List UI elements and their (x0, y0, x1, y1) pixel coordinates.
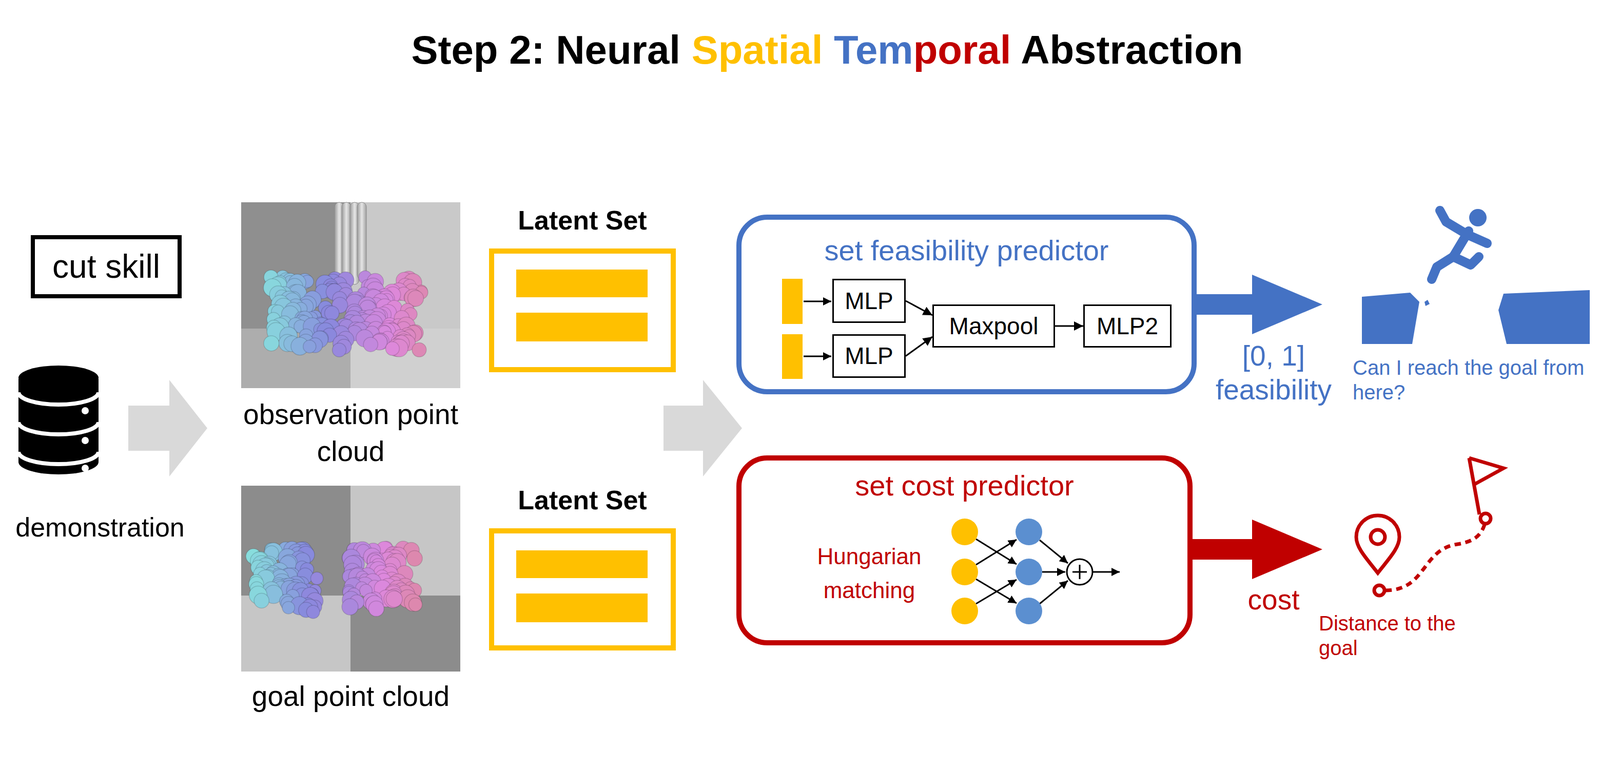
point-particle (282, 600, 295, 614)
text-slot: cost (1222, 582, 1325, 617)
node-label: set feasibility predictor (741, 232, 1192, 268)
connector-arrow (905, 336, 933, 357)
process-box: MLP (832, 278, 906, 323)
point-particle (263, 335, 280, 351)
flow-arrow (663, 379, 743, 477)
node-label: cut skill (52, 247, 161, 286)
set-element (782, 334, 803, 379)
flow-arrow (128, 379, 208, 477)
point-particle (310, 571, 323, 584)
point-particle (368, 600, 384, 616)
title-segment: Step 2: Neural (411, 27, 692, 73)
node-label: Maxpool (949, 312, 1039, 340)
database-icon (18, 365, 99, 475)
predictor-box: set feasibility predictorMLP MLP Maxpool ML… (736, 214, 1197, 395)
output-arrow (1192, 519, 1323, 579)
cliff-jump-icon (1361, 208, 1590, 344)
text-slot: Hungarian matching (802, 539, 936, 608)
input-arrow (803, 355, 832, 358)
process-box: Maxpool (932, 304, 1056, 348)
node-label: MLP2 (1096, 312, 1159, 340)
node-label: Latent Set (489, 204, 676, 237)
title-segment: Abstraction (1010, 27, 1243, 73)
diagram-title: Step 2: Neural Spatial Temporal Abstract… (411, 26, 1243, 74)
point-particle (306, 605, 320, 619)
node-label: goal point cloud (241, 678, 461, 714)
point-particle (412, 342, 427, 357)
point-particle (332, 342, 347, 357)
title-holder: Step 2: Neural Spatial Temporal Abstract… (411, 26, 1243, 74)
latent-bar (516, 269, 648, 298)
text-slot: observation point cloud (241, 396, 461, 470)
point-particle (341, 598, 359, 615)
text-slot: Can I reach the goal from here? (1352, 355, 1589, 405)
node-label: MLP (844, 342, 894, 370)
point-particle (385, 341, 400, 356)
goal-render (241, 485, 461, 672)
node-subtext: Hungarian matching (802, 539, 936, 608)
predictor-box: set cost predictorHungarian matching (736, 455, 1193, 646)
annotation-label: Distance to the goal (1318, 610, 1494, 660)
point-particle (385, 590, 403, 608)
text-slot: Latent Set (489, 204, 676, 237)
text-slot: set feasibility predictor (741, 232, 1192, 268)
process-box: MLP (832, 334, 906, 378)
output-arrow (1196, 274, 1323, 335)
set-element (782, 278, 803, 324)
input-arrow (803, 300, 832, 303)
annotation-label: [0, 1] feasibility (1196, 338, 1351, 407)
goal-route-icon (1356, 457, 1504, 596)
observation-render (241, 202, 461, 388)
text-slot: Latent Set (489, 483, 676, 516)
text-slot: demonstration (10, 510, 190, 544)
point-particle (383, 589, 402, 608)
connector-arrow (1055, 325, 1084, 327)
image-panel: goal point cloud (241, 485, 461, 753)
point-particle (324, 305, 340, 321)
latent-bar (516, 312, 648, 342)
latent-set-box: Latent Set (489, 248, 676, 373)
point-particle (363, 337, 378, 352)
title-segment: Tem (833, 27, 914, 73)
latent-bar (516, 593, 648, 622)
connector-arrow (905, 300, 933, 316)
image-panel: observation point cloud (241, 202, 461, 475)
point-particle (254, 592, 269, 608)
node-label: set cost predictor (741, 467, 1188, 503)
annotation-label: cost (1222, 582, 1325, 617)
node-label: MLP (844, 287, 894, 315)
point-particle (408, 597, 423, 612)
node-label: observation point cloud (241, 396, 461, 470)
text-slot: Distance to the goal (1318, 610, 1494, 660)
title-segment: Spatial (691, 27, 824, 73)
node-label: demonstration (10, 510, 190, 544)
point-particle (406, 550, 423, 567)
annotation-label: Can I reach the goal from here? (1352, 355, 1589, 405)
latent-bar (516, 550, 648, 578)
latent-set-box: Latent Set (489, 528, 676, 651)
text-slot: [0, 1] feasibility (1196, 338, 1351, 407)
skill-box: cut skill (30, 235, 182, 299)
process-box: MLP2 (1083, 304, 1172, 348)
text-slot: set cost predictor (741, 467, 1188, 503)
text-slot: goal point cloud (241, 678, 461, 714)
matching-network (951, 518, 1120, 624)
dataset-icon: demonstration (10, 365, 190, 548)
point-particle (303, 339, 317, 353)
title-segment: poral (913, 27, 1012, 73)
node-label: Latent Set (489, 483, 676, 516)
title-segment (822, 27, 834, 73)
